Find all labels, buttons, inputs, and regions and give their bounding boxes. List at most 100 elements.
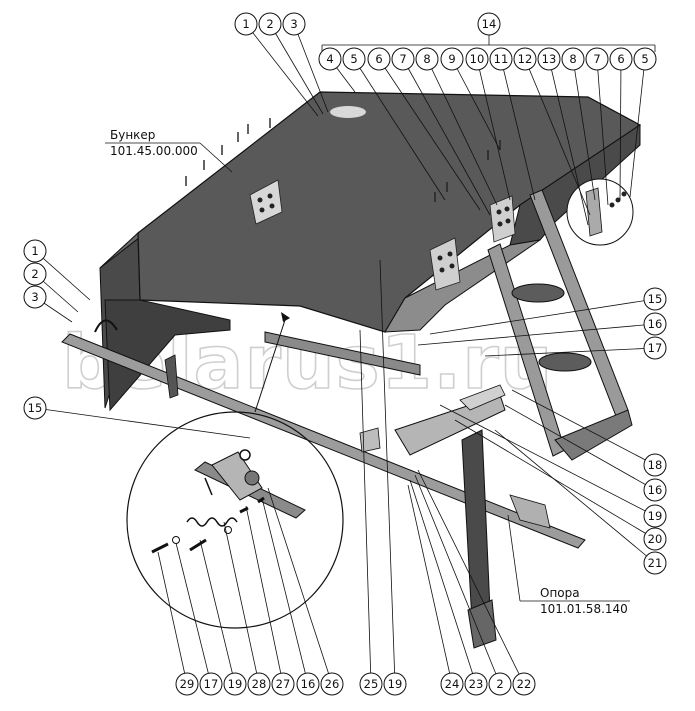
callout-number: 27 bbox=[276, 677, 291, 691]
callout-number: 15 bbox=[28, 401, 43, 415]
callout-number: 20 bbox=[648, 532, 663, 546]
panel-highlight bbox=[330, 106, 366, 118]
callout-number: 7 bbox=[399, 52, 406, 66]
callout-number: 17 bbox=[204, 677, 219, 691]
bolt-plate-left bbox=[249, 179, 283, 225]
bunker-name: Бункер bbox=[110, 128, 155, 142]
callout-c-row-8b: 8 bbox=[561, 47, 596, 201]
side-stay-arm bbox=[487, 189, 633, 461]
callout-number: 6 bbox=[617, 52, 624, 66]
detail-circle bbox=[126, 411, 344, 629]
bunker-code: 101.45.00.000 bbox=[110, 144, 198, 158]
callout-number: 10 bbox=[470, 52, 485, 66]
callout-c-top-2: 2 bbox=[258, 12, 324, 115]
callout-c-left-1: 1 bbox=[23, 239, 91, 301]
callout-number: 1 bbox=[31, 244, 38, 258]
callout-c-row-6a: 6 bbox=[367, 47, 481, 211]
callout-c-right-20: 20 bbox=[454, 419, 667, 551]
callout-number: 15 bbox=[648, 292, 663, 306]
callout-number: 17 bbox=[648, 341, 663, 355]
shaft-bracket bbox=[359, 384, 506, 456]
callout-number: 19 bbox=[648, 509, 663, 523]
callout-number: 8 bbox=[569, 52, 576, 66]
callout-number: 21 bbox=[648, 556, 663, 570]
callout-c-right-18: 18 bbox=[511, 389, 667, 477]
support-code: 101.01.58.140 bbox=[540, 602, 628, 616]
callout-c-top-3: 3 bbox=[282, 12, 329, 113]
callout-c-right-17: 17 bbox=[484, 336, 667, 360]
bolt-plate-right bbox=[489, 195, 516, 243]
hinge-detail-contents bbox=[585, 187, 627, 237]
callout-c-bot-27: 27 bbox=[245, 505, 295, 696]
callout-number: 2 bbox=[496, 677, 503, 691]
support-reference: Опора 101.01.58.140 bbox=[507, 514, 630, 616]
bunker-panel bbox=[137, 91, 642, 333]
group-14-bracket bbox=[321, 34, 656, 52]
callout-number: 2 bbox=[31, 267, 38, 281]
callout-c-bot-23: 23 bbox=[409, 479, 488, 696]
callout-number: 3 bbox=[290, 17, 297, 31]
detail-contents bbox=[151, 449, 306, 554]
callout-c-right-16a: 16 bbox=[417, 312, 667, 346]
callout-c-bot-19a: 19 bbox=[199, 539, 247, 696]
callout-c-bot-29: 29 bbox=[157, 551, 199, 696]
callout-c-left-3: 3 bbox=[23, 285, 73, 323]
callout-c-row-13: 13 bbox=[537, 47, 589, 226]
callout-number: 23 bbox=[469, 677, 484, 691]
callout-number: 4 bbox=[326, 52, 333, 66]
callout-c-bot-16: 16 bbox=[261, 497, 320, 696]
detail-leader bbox=[254, 319, 286, 413]
callout-c-row-5a: 5 bbox=[342, 47, 446, 201]
callout-number: 16 bbox=[648, 483, 663, 497]
callout-c-row-5b: 5 bbox=[629, 47, 657, 198]
callout-number: 5 bbox=[350, 52, 357, 66]
callout-number: 18 bbox=[648, 458, 663, 472]
callout-c-left-15: 15 bbox=[23, 396, 251, 439]
callout-number: 14 bbox=[482, 17, 497, 31]
callout-number: 9 bbox=[448, 52, 455, 66]
callout-c-top-1: 1 bbox=[234, 12, 319, 117]
lever-rod bbox=[264, 331, 421, 376]
callout-number: 6 bbox=[375, 52, 382, 66]
callout-c-bot-26: 26 bbox=[267, 487, 344, 696]
callout-c-left-2: 2 bbox=[23, 262, 79, 313]
callout-number: 19 bbox=[228, 677, 243, 691]
callout-number: 24 bbox=[445, 677, 460, 691]
detail-arrow bbox=[281, 312, 290, 322]
callout-c-bot-24: 24 bbox=[407, 484, 464, 696]
callout-c-bot-22: 22 bbox=[417, 469, 536, 696]
callout-number: 28 bbox=[252, 677, 267, 691]
callout-number: 16 bbox=[648, 317, 663, 331]
callout-number: 12 bbox=[518, 52, 533, 66]
callout-c-row-4: 4 bbox=[318, 47, 356, 93]
callout-c-bot-25: 25 bbox=[359, 329, 383, 696]
callout-number: 29 bbox=[180, 677, 195, 691]
support-name: Опора bbox=[540, 586, 580, 600]
callout-number: 7 bbox=[593, 52, 600, 66]
callout-number: 25 bbox=[364, 677, 379, 691]
callout-c-row-9: 9 bbox=[440, 47, 501, 151]
bolt-plate-center bbox=[429, 237, 461, 291]
callout-c-bot-28: 28 bbox=[223, 521, 271, 696]
callout-c-row-7b: 7 bbox=[585, 47, 609, 206]
callout-number: 1 bbox=[242, 17, 249, 31]
callout-number: 8 bbox=[423, 52, 430, 66]
callout-number: 3 bbox=[31, 290, 38, 304]
callout-c-bot-17: 17 bbox=[175, 542, 223, 696]
callout-number: 11 bbox=[494, 52, 509, 66]
callout-c-row-6b: 6 bbox=[609, 47, 633, 201]
callout-c-right-16b: 16 bbox=[504, 404, 667, 502]
callout-c-row-7a: 7 bbox=[391, 47, 491, 216]
callout-number: 2 bbox=[266, 17, 273, 31]
left-clamp bbox=[94, 319, 179, 399]
callout-c-bot-19b: 19 bbox=[379, 259, 407, 696]
support-post bbox=[461, 429, 551, 649]
callout-c-row-8a: 8 bbox=[415, 47, 498, 206]
callout-c-bot-2: 2 bbox=[414, 474, 512, 696]
callout-c-row-11: 11 bbox=[489, 47, 536, 201]
callout-number: 13 bbox=[542, 52, 557, 66]
bunker-reference: Бункер 101.45.00.000 bbox=[105, 128, 233, 173]
callout-c-14: 14 bbox=[477, 12, 501, 36]
